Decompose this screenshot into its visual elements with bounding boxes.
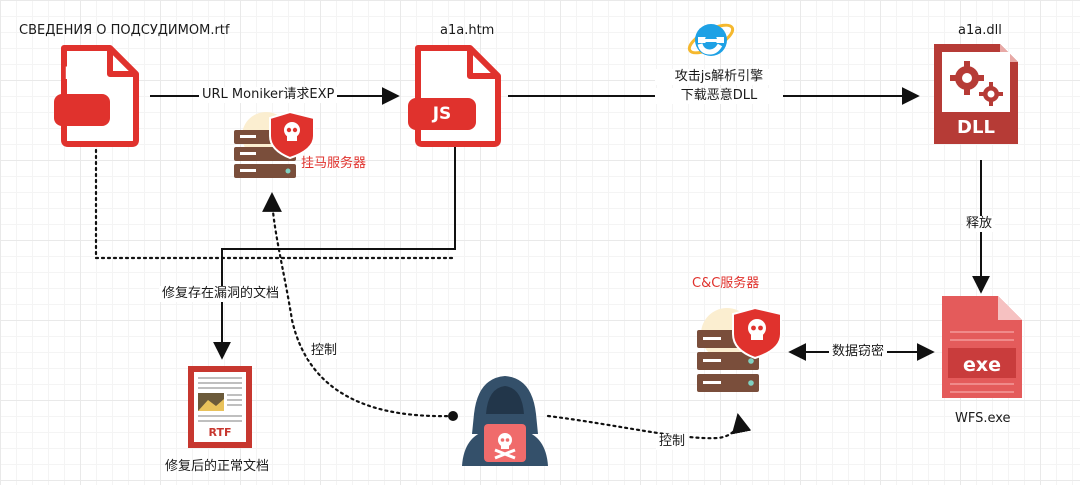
exploit-server-icon bbox=[234, 110, 315, 178]
edge-rtf-dotted bbox=[94, 148, 454, 260]
hacker-icon bbox=[462, 376, 548, 466]
edge-label-exe-cc: 数据窃密 bbox=[829, 344, 888, 360]
dll-file-title: a1a.dll bbox=[958, 23, 1002, 38]
js-badge: JS bbox=[432, 104, 452, 124]
exploit-server-label: 挂马服务器 bbox=[301, 156, 367, 171]
edge-label-control-cc: 控制 bbox=[656, 434, 689, 450]
edge-control-origin-dot bbox=[448, 411, 458, 421]
exe-file-title: WFS.exe bbox=[955, 411, 1011, 426]
fixed-doc-label: 修复后的正常文档 bbox=[165, 459, 270, 474]
edge-label-htm-to-dll-line1: 攻击js解析引擎 bbox=[655, 69, 783, 85]
exe-badge: exe bbox=[962, 354, 1002, 376]
edge-label-control-exploit: 控制 bbox=[308, 343, 341, 359]
edge-label-rtf-to-htm: URL Moniker请求EXP bbox=[199, 87, 338, 103]
fixed-rtf-doc-icon bbox=[188, 366, 252, 448]
cc-server-icon bbox=[697, 306, 782, 392]
edge-label-htm-to-dll-line2: 下载恶意DLL bbox=[655, 88, 783, 104]
edge-label-dll-to-exe: 释放 bbox=[963, 216, 996, 232]
fixed-doc-badge: RTF bbox=[208, 426, 232, 439]
edge-htm-to-fixed-doc bbox=[213, 146, 456, 360]
edge-control-exploit-server bbox=[262, 192, 455, 418]
rtf-badge: RTF bbox=[64, 64, 100, 84]
dll-badge: DLL bbox=[957, 117, 995, 138]
rtf-file-icon bbox=[54, 45, 139, 147]
js-file-icon bbox=[408, 45, 501, 147]
edge-control-cc-server bbox=[546, 413, 752, 440]
dll-file-icon bbox=[934, 44, 1018, 144]
exe-file-icon bbox=[942, 296, 1022, 398]
rtf-doc-title: СВЕДЕНИЯ О ПОДСУДИМОМ.rtf bbox=[19, 23, 230, 38]
internet-explorer-icon bbox=[687, 23, 735, 56]
htm-file-title: a1a.htm bbox=[440, 23, 495, 38]
edge-label-repair: 修复存在漏洞的文档 bbox=[159, 286, 283, 302]
cc-server-label: C&C服务器 bbox=[692, 276, 760, 291]
